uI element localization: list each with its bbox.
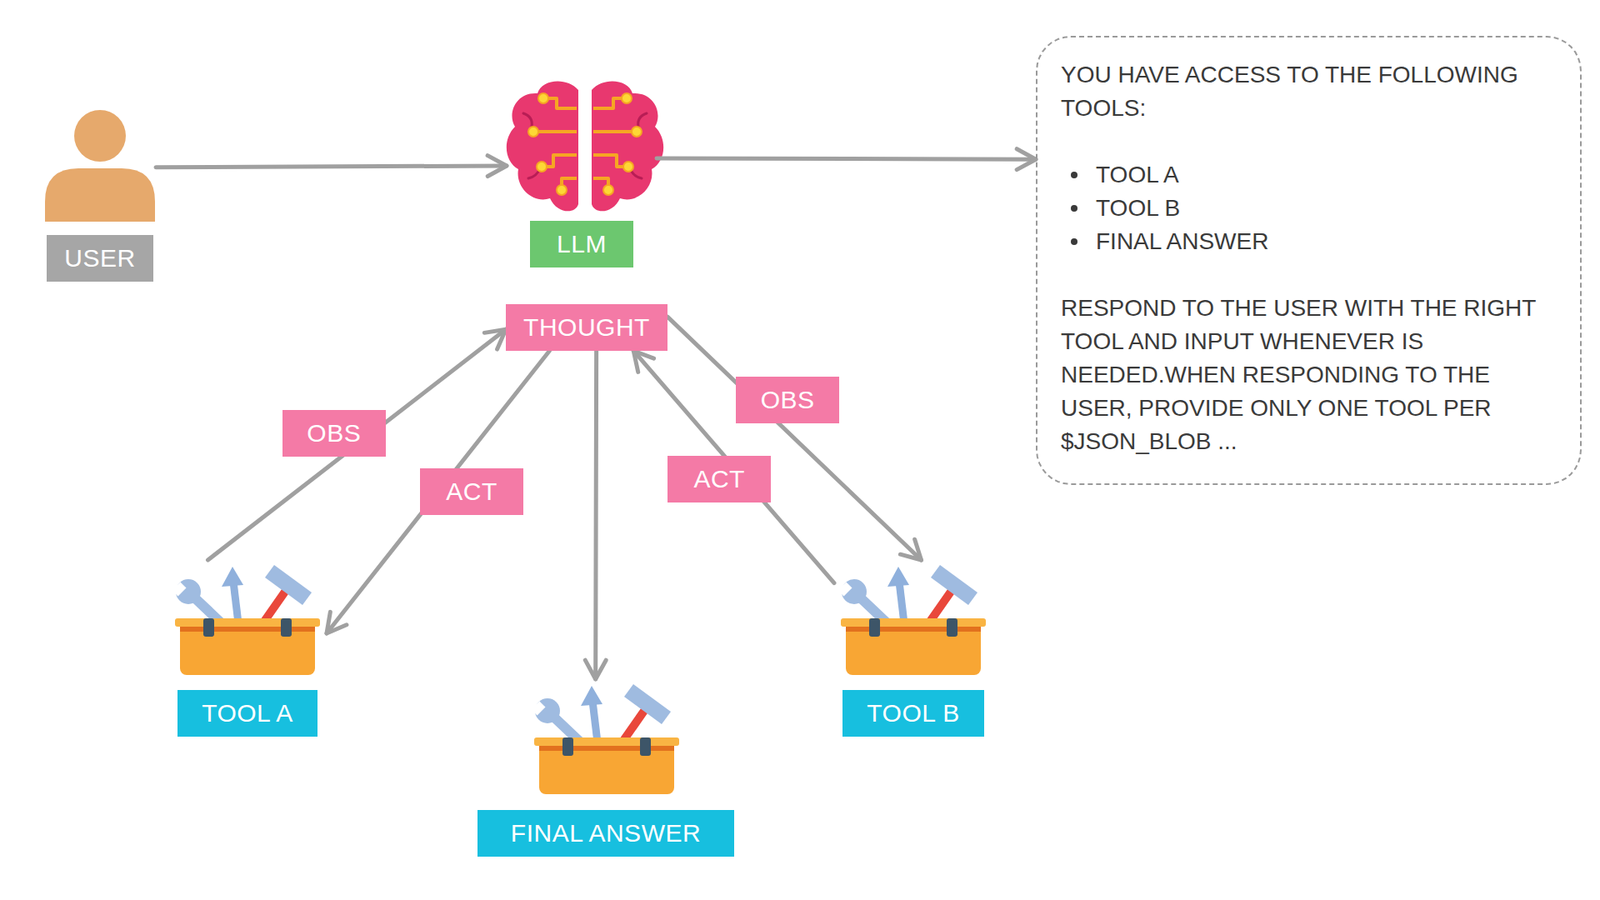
- circuit-line: [533, 130, 577, 134]
- brain-grooves: [523, 113, 647, 179]
- tool-label: FINAL ANSWER: [477, 810, 735, 857]
- tool-list-item: TOOL A: [1060, 158, 1554, 192]
- icon-space: [506, 79, 657, 221]
- bullet-dot: [1070, 238, 1078, 245]
- connector-line: [656, 158, 1036, 160]
- icon-space: [168, 560, 327, 690]
- user-body: [45, 168, 155, 222]
- user-icon: [45, 110, 155, 222]
- circuit-line: [593, 130, 637, 134]
- arrow-head: [484, 329, 506, 350]
- arrow-head: [326, 611, 347, 634]
- connector-line: [593, 350, 599, 680]
- circuit-dot: [528, 126, 539, 137]
- toolbox-icon: [172, 565, 320, 675]
- arrow-connector: [585, 350, 606, 680]
- tool-node: TOOL B: [834, 560, 993, 737]
- arrow-head: [487, 155, 507, 177]
- llm-label: LLM: [530, 220, 634, 268]
- llm-node: LLM: [506, 79, 657, 268]
- circuit-dots: [528, 93, 642, 195]
- edge-label: OBS: [282, 410, 386, 457]
- bullet-dot: [1070, 205, 1078, 212]
- circuit-dot: [603, 185, 614, 195]
- icon-space: [477, 679, 735, 810]
- edge-label: ACT: [420, 468, 524, 515]
- list-text: TOOL B: [1095, 191, 1180, 225]
- prompt-panel: YOU HAVE ACCESS TO THE FOLLOWING TOOLS: T…: [1035, 35, 1582, 485]
- brain-groove: [523, 113, 532, 127]
- thought-label: THOUGHT: [505, 304, 668, 351]
- arrow-connector: [155, 155, 507, 177]
- bullet-dot: [1070, 171, 1078, 179]
- connector-line: [208, 329, 507, 560]
- circuit-dot: [536, 161, 547, 172]
- user-label: USER: [46, 235, 154, 282]
- edge-label: ACT: [667, 455, 771, 503]
- panel-paragraph: RESPOND TO THE USER WITH THE RIGHT TOOL …: [1060, 291, 1554, 459]
- list-text: TOOL A: [1095, 158, 1180, 192]
- circuit-dot: [621, 93, 632, 104]
- thought-node: THOUGHT: [505, 304, 668, 351]
- brain-circuits: [533, 98, 637, 190]
- tool-label: TOOL A: [177, 690, 318, 737]
- connector-line: [667, 316, 922, 560]
- user-head: [74, 110, 126, 162]
- icon-space: [834, 560, 993, 690]
- brain-icon: [506, 80, 664, 211]
- arrow-connector: [208, 329, 507, 560]
- brain-groove: [638, 113, 647, 127]
- arrow-head: [900, 539, 921, 560]
- arrow-head: [585, 660, 606, 680]
- list-text: FINAL ANSWER: [1095, 225, 1269, 259]
- toolbox-icon: [838, 565, 986, 675]
- arrow-connector: [656, 149, 1036, 170]
- circuit-dot: [538, 93, 549, 104]
- tool-list-item: TOOL B: [1060, 191, 1554, 225]
- user-node: USER: [44, 108, 156, 282]
- brain-right: [591, 80, 664, 211]
- toolbox-icon: [531, 684, 680, 795]
- tool-label: TOOL B: [842, 690, 985, 737]
- arrow-connector: [326, 350, 550, 634]
- arrow-head: [1016, 149, 1036, 170]
- arrow-connector: [667, 316, 922, 560]
- arrow-head: [633, 350, 654, 372]
- icon-space: [44, 108, 156, 235]
- circuit-dot: [623, 161, 634, 172]
- connector-line: [155, 165, 507, 168]
- connector-line: [326, 350, 550, 634]
- brain-left: [506, 80, 579, 211]
- tool-node: FINAL ANSWER: [477, 679, 735, 857]
- tool-node: TOOL A: [168, 560, 327, 737]
- circuit-dot: [556, 185, 567, 195]
- tool-list-item: FINAL ANSWER: [1060, 225, 1554, 259]
- panel-heading: YOU HAVE ACCESS TO THE FOLLOWING TOOLS:: [1060, 58, 1554, 125]
- circuit-dot: [631, 126, 642, 137]
- edge-label: OBS: [735, 376, 840, 424]
